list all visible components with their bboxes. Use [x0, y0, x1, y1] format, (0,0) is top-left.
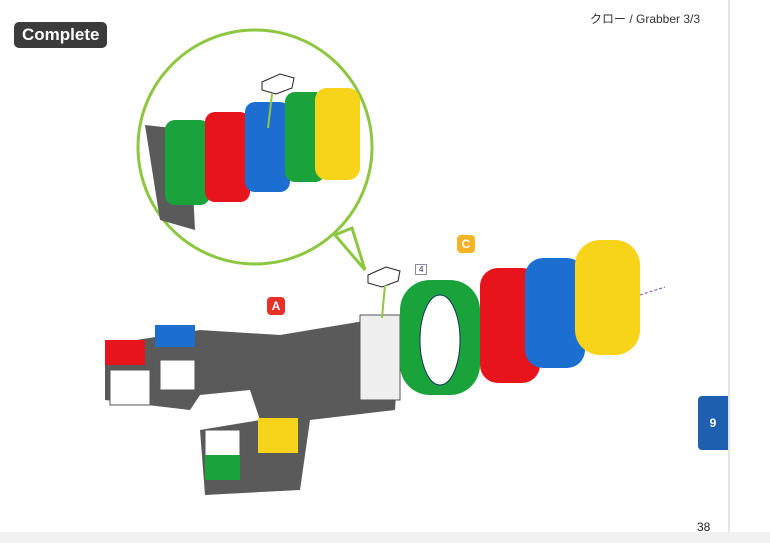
quantity-label: 4: [415, 264, 428, 275]
complete-badge: Complete: [14, 22, 108, 48]
page-edge: [728, 0, 730, 543]
part-label-c: C: [457, 235, 475, 253]
part-a-assembly: [105, 314, 401, 495]
detail-pointer: [332, 225, 367, 271]
page-header-title: クロー / Grabber 3/3: [590, 12, 701, 26]
part-c-cylinder: [400, 240, 666, 395]
page-number: 38: [697, 520, 711, 534]
part-label-a: A: [267, 297, 285, 315]
detail-cylinder: [145, 73, 360, 230]
chapter-tab[interactable]: 9: [698, 396, 728, 450]
page-bottom-edge: [0, 532, 770, 543]
